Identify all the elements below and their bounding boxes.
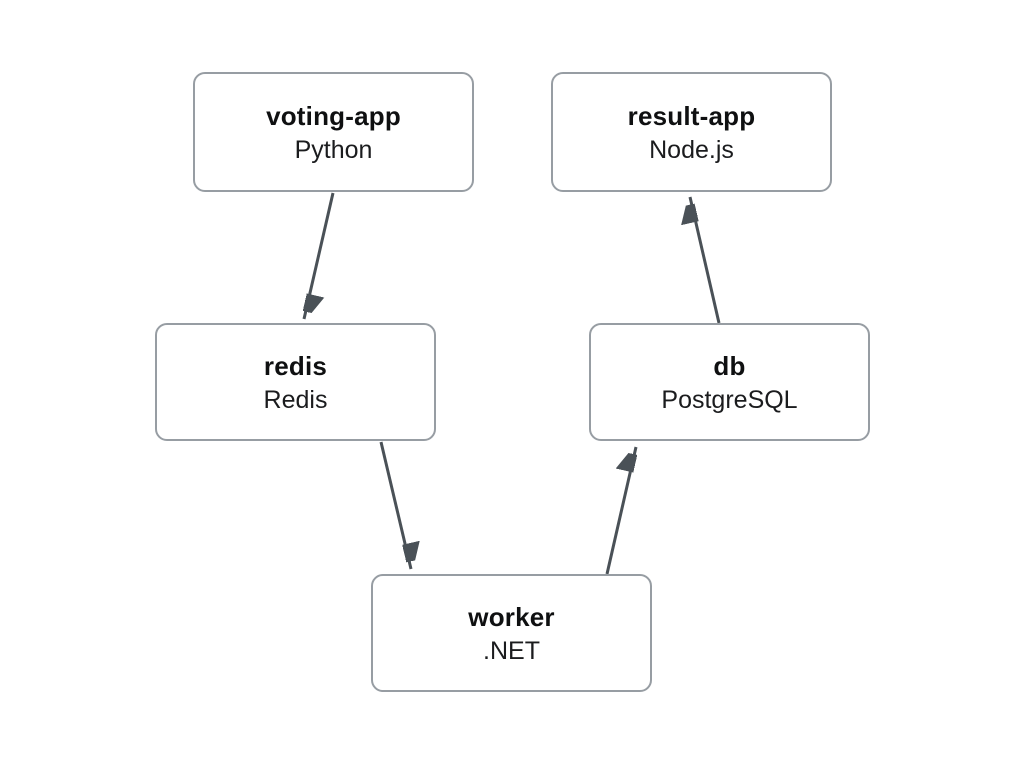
node-voting-app-tech: Python [294, 135, 373, 164]
node-voting-app-title: voting-app [266, 100, 401, 131]
node-redis: redis Redis [155, 323, 436, 441]
edge-voting-app-to-redis [302, 192, 335, 320]
edge-redis-to-worker [379, 441, 411, 570]
node-db-tech: PostgreSQL [661, 385, 798, 414]
node-redis-title: redis [263, 350, 328, 381]
node-result-app-title: result-app [627, 100, 756, 131]
node-worker: worker .NET [371, 574, 652, 692]
node-result-app: result-app Node.js [551, 72, 832, 192]
edge-worker-to-db [605, 446, 638, 575]
node-worker-title: worker [468, 601, 555, 632]
node-result-app-tech: Node.js [649, 135, 734, 164]
node-worker-tech: .NET [483, 636, 540, 665]
node-db: db PostgreSQL [589, 323, 870, 441]
node-db-title: db [713, 350, 746, 381]
node-voting-app: voting-app Python [193, 72, 474, 192]
edge-db-to-result-app [690, 196, 721, 324]
node-redis-tech: Redis [263, 385, 328, 414]
